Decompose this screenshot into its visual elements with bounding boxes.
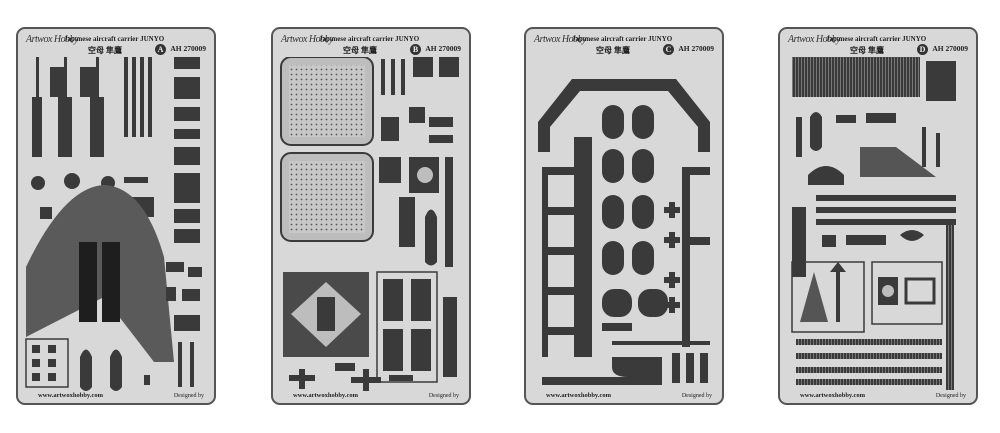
fret-letter: D [917,44,928,55]
brand-logo: Artwox Hobby [788,34,841,45]
fret-designer: Designed by [428,393,459,399]
fret-designer: Designed by [935,393,966,399]
photo-etch-fret-d: Artwox Hobby Japanese aircraft carrier J… [778,27,978,405]
fret-code: AH 270009 [678,44,714,53]
fret-header: Artwox Hobby Japanese aircraft carrier J… [526,32,722,62]
fret-header: Artwox Hobby Japanese aircraft carrier J… [273,32,469,62]
brand-logo: Artwox Hobby [26,34,79,45]
fret-code: AH 270009 [425,44,461,53]
fret-url: www.artwoxhobby.com [38,392,104,399]
fret-url: www.artwoxhobby.com [800,392,866,399]
fret-kanji: 空母 隼鷹 [88,46,122,55]
fret-code: AH 270009 [932,44,968,53]
photo-etch-fret-a: Artwox Hobby Japanese aircraft carrier J… [16,27,216,405]
fret-url: www.artwoxhobby.com [546,392,612,399]
fret-kanji: 空母 隼鷹 [596,46,630,55]
fret-a-parts [25,57,202,391]
fret-b-parts [280,57,459,391]
fret-designer: Designed by [173,393,204,399]
fret-letter: A [155,44,166,55]
fret-header: Artwox Hobby Japanese aircraft carrier J… [780,32,976,62]
fret-kanji: 空母 隼鷹 [850,46,884,55]
fret-code: AH 270009 [170,44,206,53]
fret-letter: C [663,44,674,55]
fret-footer: www.artwoxhobby.com Designed by [526,389,722,399]
fret-title: Japanese aircraft carrier JUNYO [64,35,165,43]
fret-footer: www.artwoxhobby.com Designed by [780,389,976,399]
brand-logo: Artwox Hobby [534,34,587,45]
fret-title: Japanese aircraft carrier JUNYO [572,35,673,43]
fret-designer: Designed by [681,393,712,399]
photo-etch-fret-b: Artwox Hobby Japanese aircraft carrier J… [271,27,471,405]
fret-letter: B [410,44,421,55]
brand-logo: Artwox Hobby [281,34,334,45]
fret-url: www.artwoxhobby.com [293,392,359,399]
fret-footer: www.artwoxhobby.com Designed by [273,389,469,399]
fret-header: Artwox Hobby Japanese aircraft carrier J… [18,32,214,62]
fret-d-parts [791,57,956,390]
fret-footer: www.artwoxhobby.com Designed by [18,389,214,399]
photo-etch-fret-c: Artwox Hobby Japanese aircraft carrier J… [524,27,724,405]
fret-title: Japanese aircraft carrier JUNYO [826,35,927,43]
fret-kanji: 空母 隼鷹 [343,46,377,55]
fret-title: Japanese aircraft carrier JUNYO [319,35,420,43]
fret-c-parts [538,79,710,385]
